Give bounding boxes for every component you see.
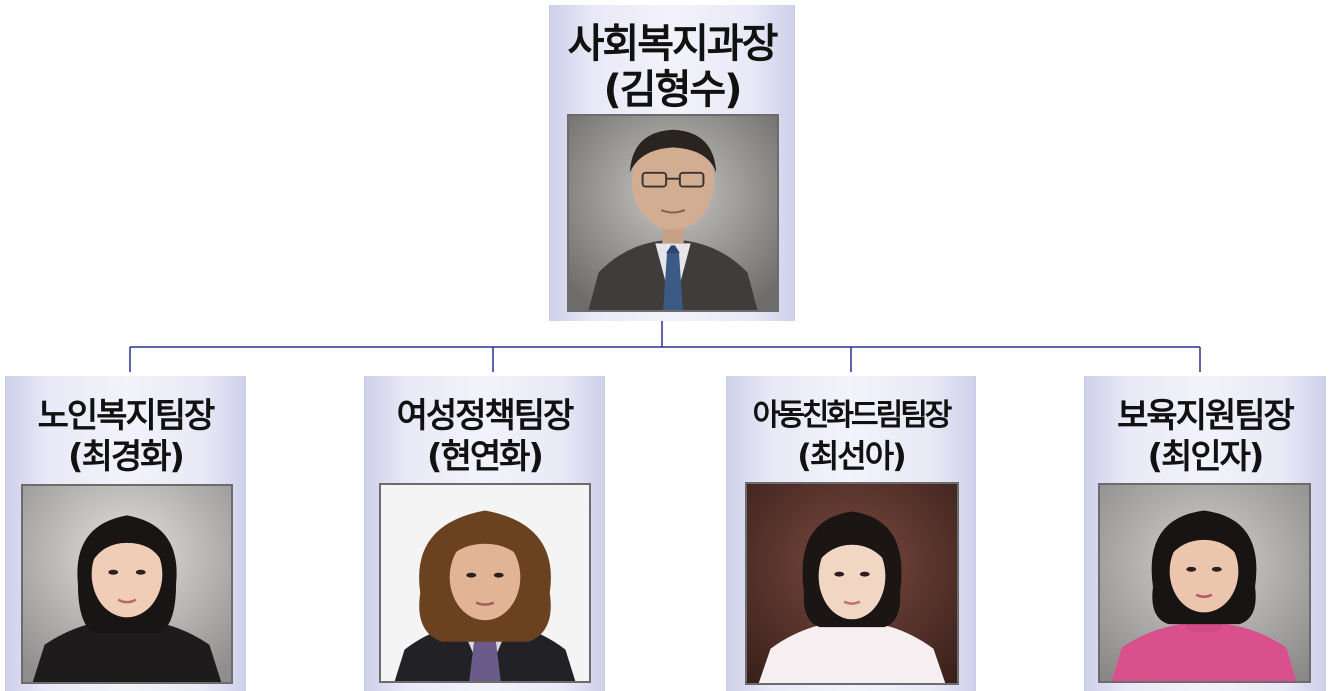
portrait-photo — [745, 482, 959, 685]
node-name: (최경화) — [68, 437, 185, 477]
org-node-team-3: 아동친화드림팀장 (최선아) — [726, 376, 976, 691]
org-node-team-4: 보육지원팀장 (최인자) — [1084, 376, 1326, 691]
node-title: 보육지원팀장 — [1117, 396, 1295, 436]
node-title: 노인복지팀장 — [37, 396, 216, 436]
org-node-team-2: 여성정책팀장 (현연화) — [364, 376, 605, 691]
node-name: (최선아) — [797, 437, 907, 475]
node-title: 사회복지과장 — [567, 21, 779, 67]
node-name: (현연화) — [427, 437, 544, 477]
node-title: 여성정책팀장 — [396, 396, 575, 436]
portrait-photo — [379, 483, 591, 683]
portrait-photo — [21, 484, 233, 684]
node-title: 아동친화드림팀장 — [752, 398, 953, 433]
org-node-head: 사회복지과장 (김형수) — [549, 5, 795, 321]
portrait-photo — [1098, 483, 1311, 683]
portrait-photo — [567, 114, 779, 312]
org-node-team-1: 노인복지팀장 (최경화) — [5, 376, 246, 691]
node-name: (김형수) — [603, 67, 743, 113]
node-name: (최인자) — [1147, 437, 1265, 477]
